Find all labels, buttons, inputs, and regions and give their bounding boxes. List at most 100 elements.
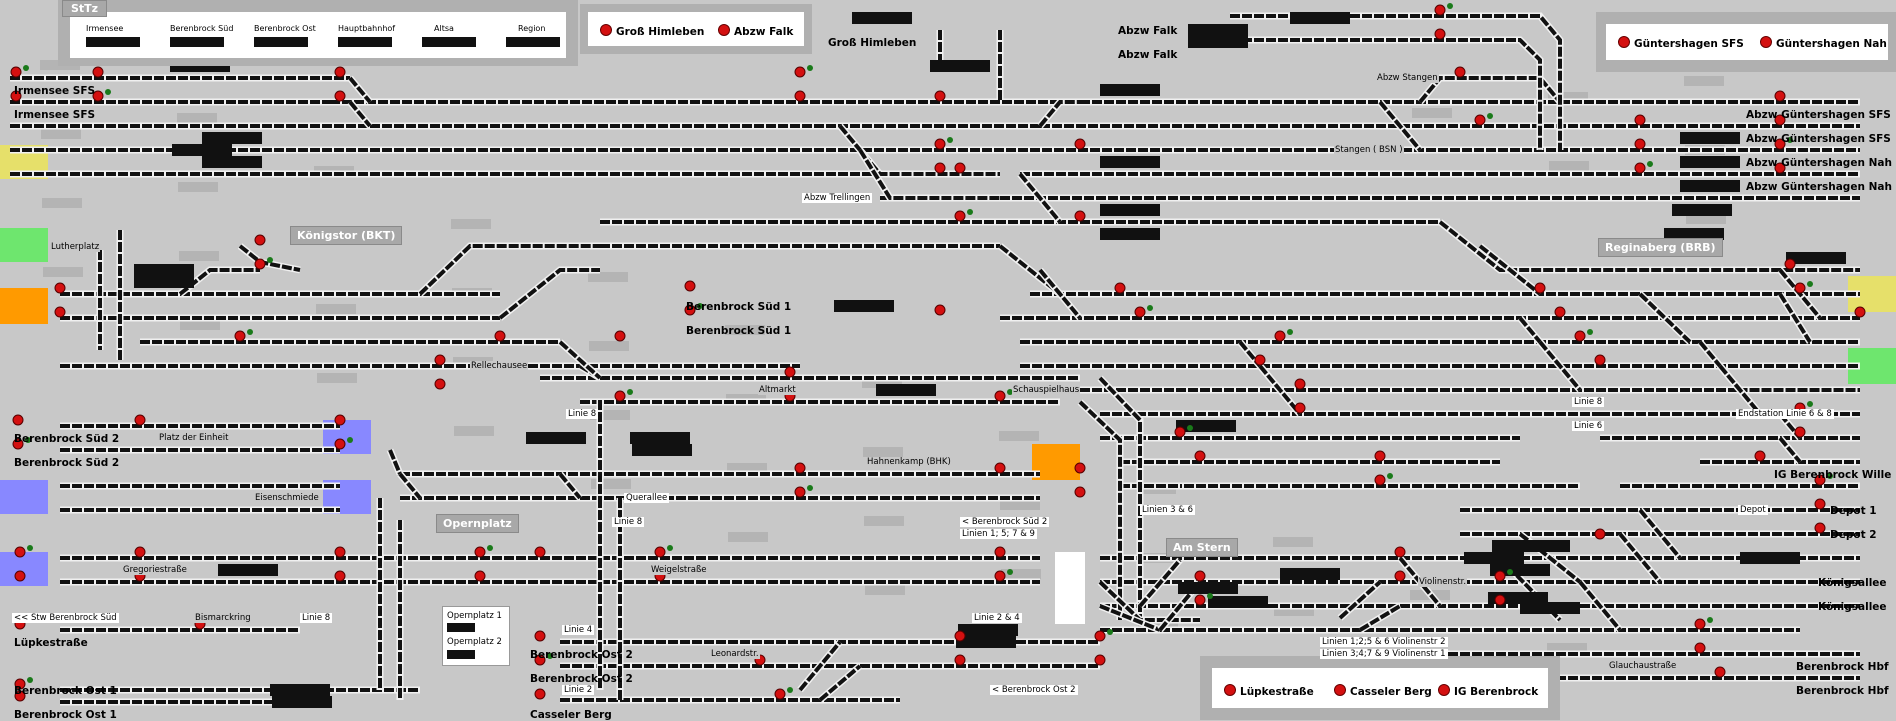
label-querallee: Querallee xyxy=(624,493,670,503)
signal-lamp-red xyxy=(1394,546,1406,558)
track-segment xyxy=(398,472,422,500)
gross-himleben-button[interactable]: Groß Himleben xyxy=(600,24,704,38)
signal-lamp-red xyxy=(1194,570,1206,582)
station-luepkestrasse[interactable]: Lüpkestraße xyxy=(14,637,88,649)
station-abzw-guentershagen-nah-2[interactable]: Abzw Güntershagen Nah xyxy=(1746,181,1892,193)
signal-lamp-red xyxy=(1794,426,1806,438)
signal-lamp-green xyxy=(1447,3,1453,9)
signal-lamp-red xyxy=(14,570,26,582)
signal-lamp-red xyxy=(994,462,1006,474)
label-berenbrock-sued2-lines[interactable]: < Berenbrock Süd 2 xyxy=(960,517,1050,527)
track-number-block xyxy=(956,636,1016,648)
station-berenbrock-ost-1-a[interactable]: Berenbrock Ost 1 xyxy=(14,685,117,697)
signal-lamp-green xyxy=(247,329,253,335)
signal-lamp-red xyxy=(134,414,146,426)
area-opernplatz: Opernplatz xyxy=(436,514,519,533)
label-stw-berenbrock-sued[interactable]: << Stw Berenbrock Süd xyxy=(12,613,119,623)
track-number-block xyxy=(1680,132,1740,144)
station-berenbrock-sued-1-b[interactable]: Berenbrock Süd 1 xyxy=(686,325,792,337)
track-label-shadow xyxy=(454,426,494,436)
signal-lamp-red xyxy=(434,378,446,390)
station-casseler-berg[interactable]: Casseler Berg xyxy=(530,709,612,721)
station-berenbrock-hbf-2[interactable]: Berenbrock Hbf xyxy=(1796,685,1889,697)
station-ig-berenbrock-wille[interactable]: IG Berenbrock Wille xyxy=(1774,469,1892,481)
label-hahnenkamp: Hahnenkamp (BHK) xyxy=(866,457,952,467)
signal-lamp-red xyxy=(934,162,946,174)
track-segment xyxy=(1098,376,1142,620)
signal-lamp-icon xyxy=(1618,36,1630,48)
signal-lamp-red xyxy=(994,570,1006,582)
track-label-shadow xyxy=(1686,214,1726,224)
station-abzw-guentershagen-sfs-1[interactable]: Abzw Güntershagen SFS xyxy=(1746,109,1891,121)
legend-key-hauptbahnhof xyxy=(338,37,392,47)
station-depot-2[interactable]: Depot 2 xyxy=(1830,529,1877,541)
signal-lamp-red xyxy=(10,66,22,78)
station-berenbrock-sued-2-a[interactable]: Berenbrock Süd 2 xyxy=(14,433,120,445)
track-label-shadow xyxy=(1412,108,1452,118)
station-gross-himleben[interactable]: Groß Himleben xyxy=(828,37,917,49)
track-label-shadow xyxy=(316,304,356,314)
ig-berenbrock-button[interactable]: IG Berenbrock xyxy=(1438,684,1538,698)
guentershagen-sfs-button[interactable]: Güntershagen SFS xyxy=(1618,36,1744,50)
station-berenbrock-sued-2-b[interactable]: Berenbrock Süd 2 xyxy=(14,457,120,469)
signal-lamp-green xyxy=(1507,569,1513,575)
station-irmensee-sfs-2[interactable]: Irmensee SFS xyxy=(14,109,96,121)
label-abzw-stangen: Abzw Stangen xyxy=(1376,73,1439,83)
track-number-block xyxy=(1188,24,1248,36)
station-berenbrock-hbf-1[interactable]: Berenbrock Hbf xyxy=(1796,661,1889,673)
label-schauspielhaus: Schauspielhaus xyxy=(1012,385,1081,395)
signal-lamp-red xyxy=(954,654,966,666)
label-depot: Depot xyxy=(1738,505,1768,515)
label-leonardstr: Leonardstr. xyxy=(710,649,760,659)
signal-lamp-red xyxy=(334,66,346,78)
track-number-block xyxy=(1740,552,1800,564)
track-number-block xyxy=(272,696,332,708)
zone-green-left xyxy=(0,228,48,262)
label-linie8-d: Linie 8 xyxy=(1572,397,1605,407)
opernplatz1-key xyxy=(447,623,475,632)
bottom-button-panel xyxy=(1200,656,1560,720)
legend-key-berenbrock-sued xyxy=(170,37,224,47)
track-segment xyxy=(1258,364,1302,416)
station-berenbrock-ost-1-b[interactable]: Berenbrock Ost 1 xyxy=(14,709,117,721)
track-segment xyxy=(1578,580,1622,632)
track-number-block xyxy=(632,444,692,456)
station-berenbrock-sued-1-a[interactable]: Berenbrock Süd 1 xyxy=(686,301,792,313)
station-abzw-guentershagen-nah-1[interactable]: Abzw Güntershagen Nah xyxy=(1746,157,1892,169)
station-depot-1[interactable]: Depot 1 xyxy=(1830,505,1877,517)
area-reginaberg: Reginaberg (BRB) xyxy=(1598,238,1723,257)
casseler-berg-button[interactable]: Casseler Berg xyxy=(1334,684,1432,698)
station-koenigsallee-2[interactable]: Königsallee xyxy=(1818,601,1887,613)
station-abzw-falk-2[interactable]: Abzw Falk xyxy=(1118,49,1178,61)
station-abzw-falk-1[interactable]: Abzw Falk xyxy=(1118,25,1178,37)
station-koenigsallee-1[interactable]: Königsallee xyxy=(1818,577,1887,589)
signal-lamp-green xyxy=(1647,161,1653,167)
track-label-shadow xyxy=(588,272,628,282)
track-number-block xyxy=(172,144,232,156)
signal-lamp-red xyxy=(1274,330,1286,342)
station-berenbrock-ost-2-a[interactable]: Berenbrock Ost 2 xyxy=(530,649,633,661)
opernplatz2-label: Opernplatz 2 xyxy=(447,637,502,647)
signal-lamp-red xyxy=(434,354,446,366)
station-irmensee-sfs-1[interactable]: Irmensee SFS xyxy=(14,85,96,97)
signal-lamp-red xyxy=(1374,474,1386,486)
abzw-falk-button[interactable]: Abzw Falk xyxy=(718,24,793,38)
signal-lamp-red xyxy=(614,390,626,402)
station-berenbrock-ost-2-b[interactable]: Berenbrock Ost 2 xyxy=(530,673,633,685)
signal-lamp-red xyxy=(1634,162,1646,174)
label-berenbrock-ost2-lines[interactable]: < Berenbrock Ost 2 xyxy=(990,685,1078,695)
legend-label-altsa: Altsa xyxy=(434,24,454,33)
station-abzw-guentershagen-sfs-2[interactable]: Abzw Güntershagen SFS xyxy=(1746,133,1891,145)
legend-label-irmensee: Irmensee xyxy=(86,24,124,33)
track-segment xyxy=(1778,436,1802,464)
opernplatz2-key xyxy=(447,650,475,659)
signal-lamp-red xyxy=(794,90,806,102)
track-segment xyxy=(1478,244,1542,296)
guentershagen-nah-button[interactable]: Güntershagen Nah xyxy=(1760,36,1887,50)
luepkestrasse-button[interactable]: Lüpkestraße xyxy=(1224,684,1314,698)
legend-label-berenbrock-sued: Berenbrock Süd xyxy=(170,24,234,33)
signal-lamp-green xyxy=(1807,401,1813,407)
track-label-shadow xyxy=(177,113,217,123)
right-button-panel xyxy=(1596,12,1896,72)
track-number-block xyxy=(1100,228,1160,240)
